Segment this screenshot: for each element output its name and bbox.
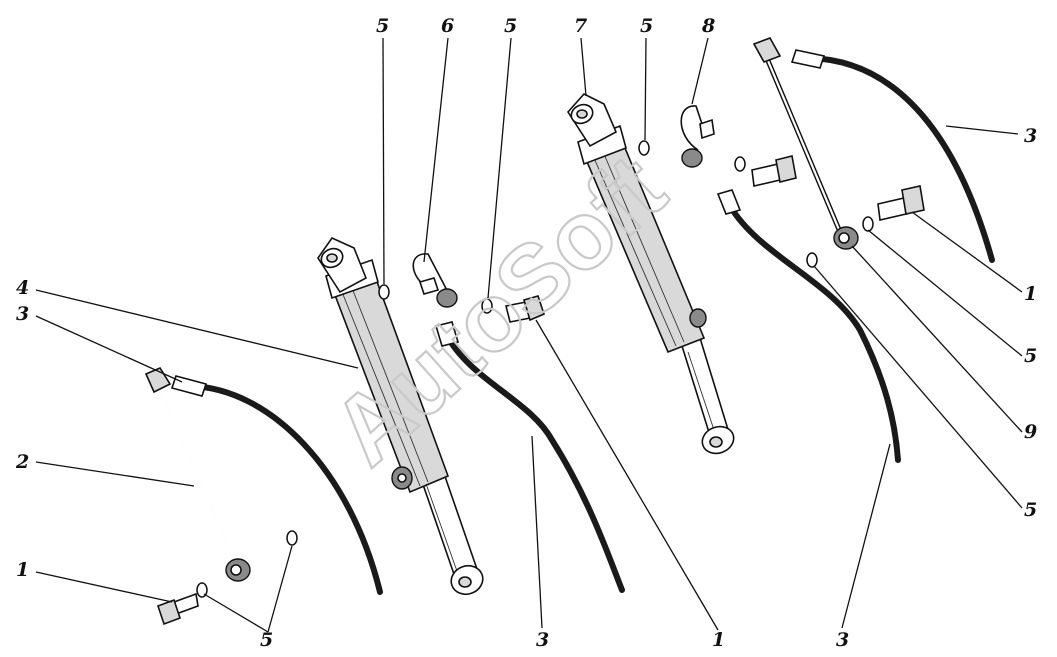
callout-2: 2 <box>15 451 29 473</box>
hoses <box>170 49 995 595</box>
hose-left <box>187 383 383 595</box>
u-fittings <box>412 105 715 308</box>
rigid-tubes <box>144 37 859 582</box>
right-hydraulic-cylinder <box>566 93 735 455</box>
banjo-bolts <box>156 155 925 626</box>
callout-9: 9 <box>1024 421 1037 443</box>
callout-5: 5 <box>1024 499 1037 521</box>
callout-7: 7 <box>574 15 587 37</box>
callout-4: 4 <box>16 277 29 299</box>
left-hydraulic-cylinder <box>317 236 484 596</box>
leader-lines <box>35 37 1023 633</box>
hose-right <box>727 203 901 463</box>
callout-6: 6 <box>441 15 454 37</box>
callout-5: 5 <box>1024 345 1037 367</box>
callout-3: 3 <box>836 629 849 651</box>
callout-5: 5 <box>376 15 389 37</box>
callout-3: 3 <box>1024 125 1037 147</box>
callout-labels: 5 6 5 7 5 8 3 4 3 2 1 5 3 1 3 1 5 9 5 <box>15 15 1037 651</box>
callout-3: 3 <box>16 303 29 325</box>
callout-5: 5 <box>640 15 653 37</box>
callout-1: 1 <box>712 629 725 651</box>
callout-5: 5 <box>260 629 273 651</box>
sealing-washers <box>196 140 874 598</box>
callout-3: 3 <box>536 629 549 651</box>
callout-1: 1 <box>1024 283 1037 305</box>
hose-top-right <box>807 55 995 263</box>
hose-middle <box>443 331 625 593</box>
callout-5: 5 <box>504 15 517 37</box>
callout-1: 1 <box>16 559 29 581</box>
callout-8: 8 <box>701 15 715 37</box>
